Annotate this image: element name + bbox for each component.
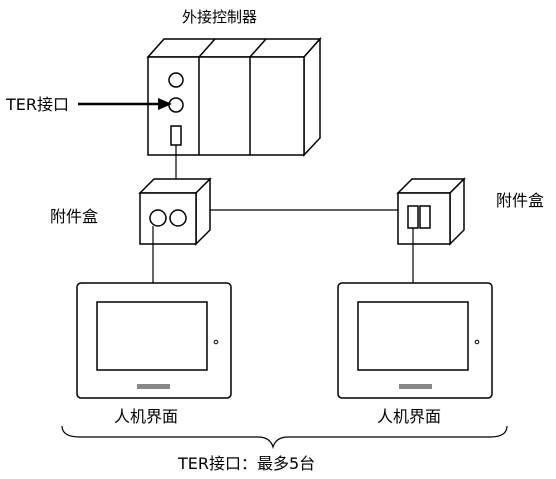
hmi-right-label: 人机界面	[377, 407, 441, 426]
footnote: TER接口：最多5台	[177, 454, 315, 473]
status-indicator	[168, 72, 184, 88]
box-port-1	[149, 209, 167, 227]
junction-box-left-label: 附件盒	[50, 207, 98, 226]
hmi-left-label: 人机界面	[114, 407, 178, 426]
ter-port-arrow	[78, 98, 172, 110]
hmi-right	[337, 282, 493, 399]
junction-box-left	[138, 177, 212, 246]
group-brace	[61, 425, 508, 450]
connector-slot	[170, 125, 182, 146]
junction-box-right	[396, 177, 466, 246]
box-connector-1	[407, 205, 419, 229]
junction-box-right-label: 附件盒	[496, 191, 544, 210]
hmi-left-screen	[96, 301, 208, 371]
box-connector-2	[419, 205, 431, 229]
box-port-2	[169, 209, 187, 227]
hmi-right-screen	[357, 301, 469, 371]
ter-port-label: TER接口	[5, 95, 69, 114]
controller-title: 外接控制器	[182, 8, 257, 26]
hmi-left	[76, 282, 232, 399]
ter-port	[168, 97, 184, 113]
external-controller	[146, 37, 322, 157]
